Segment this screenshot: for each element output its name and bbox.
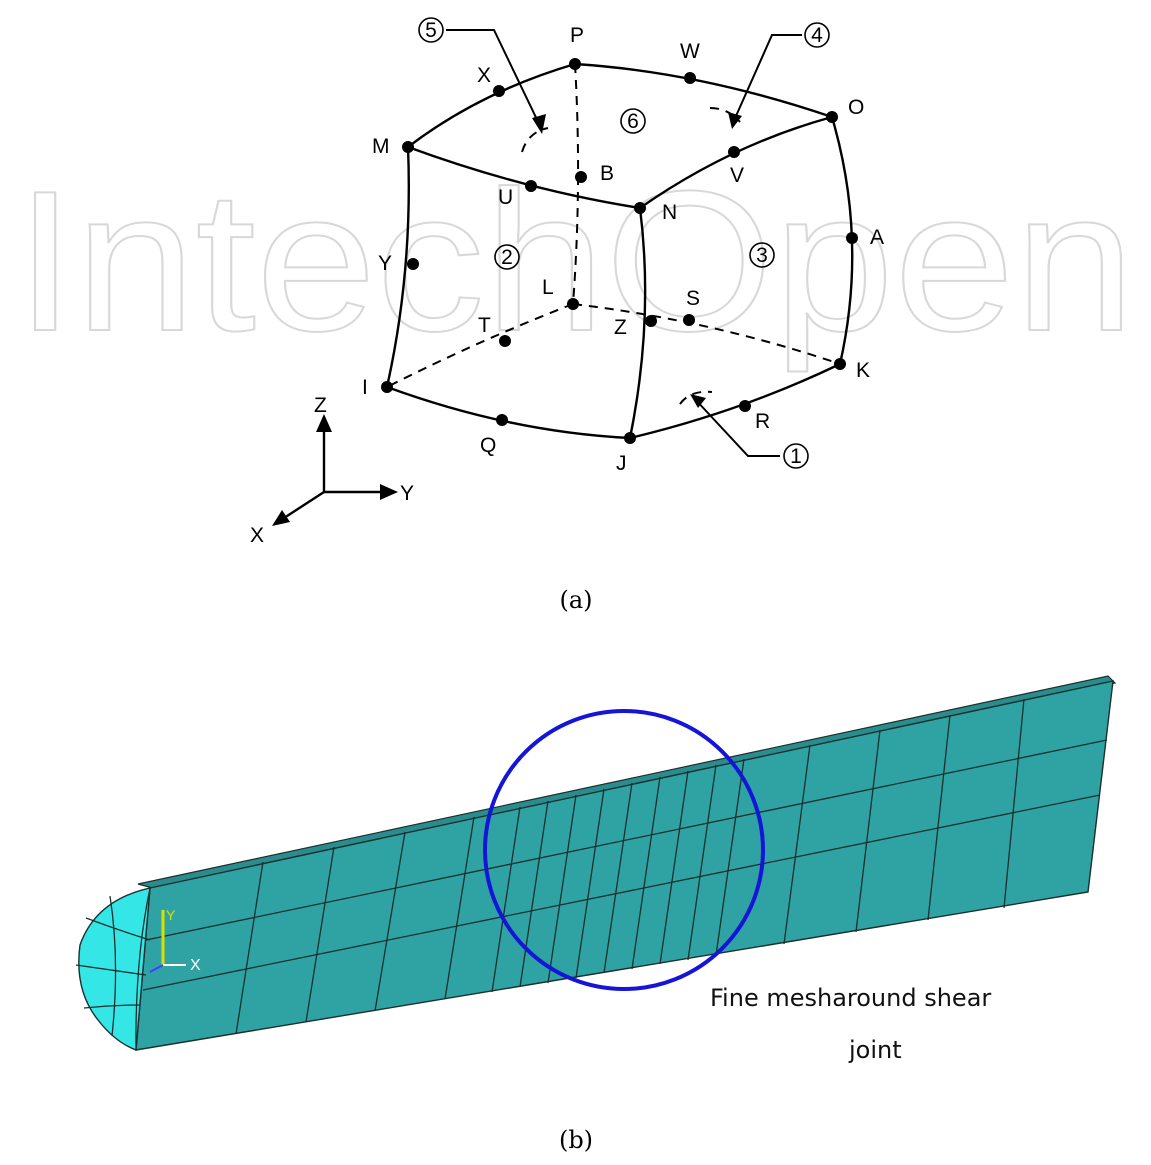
- node-label-b: B: [600, 162, 614, 185]
- node-label-i: I: [362, 376, 368, 399]
- node-t: [499, 335, 511, 347]
- face-label-5: 5: [418, 17, 444, 43]
- face-label-4: 4: [804, 22, 830, 48]
- beam-end-face: [78, 887, 151, 1051]
- svg-text:1: 1: [790, 445, 802, 468]
- node-label-q: Q: [480, 434, 496, 457]
- face-label-3: 3: [749, 242, 775, 268]
- face-label-6: 6: [620, 108, 646, 134]
- triad-label-x: X: [190, 957, 201, 974]
- beam-mesh-columns: [235, 698, 1025, 1035]
- edge-n-j: [628, 207, 647, 439]
- node-label-l: L: [542, 276, 554, 299]
- axis-label-x: X: [250, 524, 264, 547]
- figure-a-element-diagram: 5 4 6 2 3 1 P W O X M B U N V A: [250, 17, 884, 614]
- node-label-u: U: [498, 186, 513, 209]
- annotation-line-1: Fine mesharound shear: [710, 984, 991, 1012]
- svg-text:4: 4: [811, 24, 823, 47]
- node-j: [624, 432, 636, 444]
- arrowhead-1: [690, 394, 706, 408]
- node-label-p: P: [570, 24, 584, 47]
- node-label-x: X: [477, 64, 491, 87]
- node-b: [575, 171, 587, 183]
- edge-m-p: [407, 62, 576, 148]
- node-x: [493, 85, 505, 97]
- end-face-mesh: [75, 887, 151, 1051]
- face-label-1: 1: [783, 443, 809, 469]
- face-4-marker: [709, 107, 741, 123]
- mesh-triad: Y X: [149, 907, 201, 974]
- annotation-line-2: joint: [848, 1036, 902, 1064]
- node-q: [496, 414, 508, 426]
- node-y: [407, 258, 419, 270]
- arrowhead-4: [728, 112, 742, 129]
- node-o: [826, 111, 838, 123]
- triad-label-y: Y: [166, 907, 176, 923]
- edge-j-k: [629, 362, 841, 440]
- edge-i-j: [386, 385, 631, 440]
- node-p: [569, 58, 581, 70]
- axis-label-z: Z: [314, 394, 327, 417]
- leader-5: [446, 29, 543, 131]
- node-a: [846, 232, 858, 244]
- edge-m-i: [385, 146, 410, 388]
- axis-label-y: Y: [400, 482, 414, 505]
- node-label-t: T: [478, 314, 491, 337]
- face-1-marker: [679, 390, 713, 405]
- svg-text:5: 5: [425, 19, 437, 42]
- node-z: [645, 315, 657, 327]
- node-label-a: A: [870, 226, 884, 249]
- axis-triad: Z Y X: [250, 394, 414, 547]
- hidden-edge-l-i: [386, 303, 574, 388]
- node-label-k: K: [856, 359, 870, 382]
- svg-text:2: 2: [501, 246, 513, 269]
- node-m: [402, 141, 414, 153]
- arrowhead-5: [532, 114, 546, 134]
- node-label-w: W: [680, 40, 700, 63]
- node-label-y: Y: [378, 252, 392, 275]
- beam-mesh-rows: [142, 739, 1108, 991]
- edge-p-o: [574, 62, 833, 119]
- caption-b: (b): [559, 1126, 593, 1154]
- edge-m-n: [407, 145, 641, 210]
- svg-text:3: 3: [756, 244, 768, 267]
- node-l: [567, 298, 579, 310]
- node-label-j: J: [616, 452, 627, 475]
- leader-4: [731, 34, 802, 126]
- hidden-edge-l-k: [572, 303, 841, 365]
- node-label-z: Z: [614, 316, 627, 339]
- node-r: [739, 400, 751, 412]
- node-s: [683, 314, 695, 326]
- node-label-r: R: [755, 410, 770, 433]
- node-v: [728, 146, 740, 158]
- face-label-2: 2: [494, 244, 520, 270]
- node-label-v: V: [730, 164, 744, 187]
- node-w: [684, 72, 696, 84]
- node-u: [525, 180, 537, 192]
- node-i: [381, 381, 393, 393]
- node-label-o: O: [848, 96, 864, 119]
- caption-a: (a): [559, 586, 592, 614]
- node-n: [634, 202, 646, 214]
- node-label-m: M: [372, 135, 390, 158]
- node-label-n: N: [662, 201, 677, 224]
- node-k: [834, 358, 846, 370]
- fine-mesh-highlight-circle: [483, 709, 765, 991]
- hidden-edge-p-l: [572, 63, 580, 305]
- svg-text:6: 6: [627, 110, 639, 133]
- leader-1: [693, 397, 780, 457]
- node-label-s: S: [686, 287, 700, 310]
- face-5-marker: [521, 127, 549, 153]
